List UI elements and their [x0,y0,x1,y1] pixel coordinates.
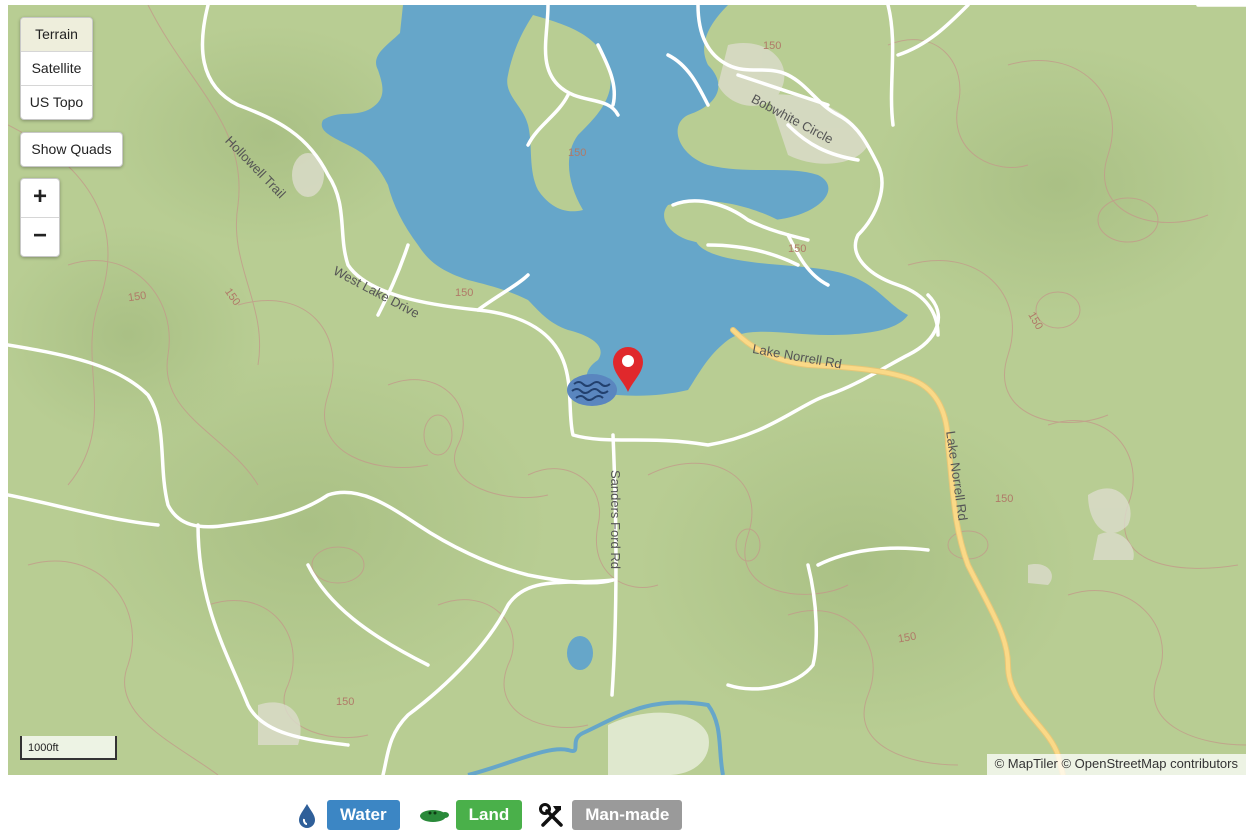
layer-terrain-button[interactable]: Terrain [21,18,92,52]
scale-bar: 1000ft [20,736,117,760]
contour-label: 150 [788,243,807,255]
roads [8,5,1246,775]
water-drop-icon [293,801,321,829]
contour-label: 150 [568,147,587,159]
zoom-control: + − [20,178,60,257]
map-attribution[interactable]: © MapTiler © OpenStreetMap contributors [986,754,1246,775]
zoom-out-button[interactable]: − [32,222,47,249]
pond [567,636,593,670]
lake-water [321,5,908,396]
map-canvas[interactable]: Hollowell Trail West Lake Drive Bobwhite… [8,5,1246,775]
zoom-in-button[interactable]: + [21,179,59,218]
location-marker-icon[interactable] [611,345,645,393]
map-tiles [8,5,1246,775]
layer-us-topo-button[interactable]: US Topo [29,94,84,110]
contour-label: 150 [995,493,1014,505]
layer-satellite-button[interactable]: Satellite [21,52,92,86]
contour-label: 150 [336,696,355,708]
contour-label: 150 [455,287,474,299]
land-badge[interactable]: Land [455,800,523,830]
show-quads-button[interactable]: Show Quads [20,132,123,167]
water-badge[interactable]: Water [327,800,400,830]
hammer-wrench-icon [538,801,566,829]
contour-label: 150 [127,289,148,305]
manmade-badge[interactable]: Man-made [572,800,683,830]
legend: Water Land Man-made [293,797,698,833]
layer-switcher: Terrain Satellite US Topo [20,17,93,120]
land-turtle-icon [416,801,450,829]
water-feature-icon[interactable] [566,373,618,407]
contour-label: 150 [763,40,782,52]
creek [467,700,725,775]
road-label-sanders-ford: Sanders Ford Rd [608,470,623,569]
